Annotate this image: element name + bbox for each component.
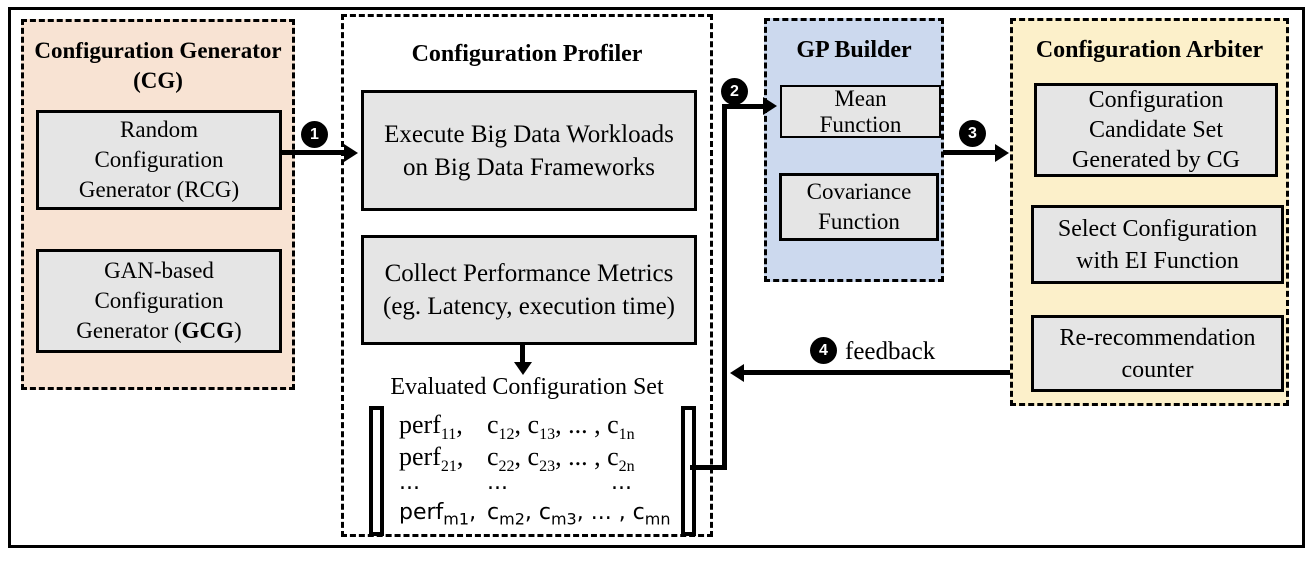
execute-workloads-node: Execute Big Data Workloads on Big Data F…	[361, 90, 697, 211]
step1-badge: 1	[301, 121, 328, 148]
matrix-row: perf11,c12, c13, ... , c1n	[399, 410, 635, 444]
cg-title-line2: (CG)	[133, 68, 183, 93]
configuration-generator-panel: Configuration Generator (CG) Random Conf…	[21, 19, 295, 390]
collect-line2: (eg. Latency, execution time)	[383, 293, 675, 320]
matrix-right-bracket	[681, 406, 696, 536]
gcg-line2: Configuration	[94, 288, 224, 313]
profiler-panel-title: Configuration Profiler	[411, 41, 643, 67]
rcg-line3: Generator (RCG)	[78, 177, 240, 202]
feedback-label: feedback	[845, 338, 936, 365]
mean-function-node: Mean Function	[780, 85, 941, 138]
gan-based-configuration-generator-node: GAN-based Configuration Generator (GCG)	[36, 249, 282, 353]
arrow-collect-to-set-head	[514, 362, 532, 375]
cg-title-line1: Configuration Generator	[34, 38, 282, 63]
arrow-step3-line	[943, 150, 996, 155]
counter-line2: counter	[1121, 356, 1194, 383]
rcg-line1: Random	[120, 117, 198, 142]
select-configuration-node: Select Configuration with EI Function	[1031, 205, 1284, 284]
select-line2: with EI Function	[1076, 247, 1239, 274]
arrow-feedback-head	[730, 364, 744, 382]
gp-panel-title: GP Builder	[796, 37, 912, 63]
connector-matrix-horizontal	[690, 465, 727, 470]
counter-line1: Re-recommendation	[1059, 324, 1256, 351]
matrix-left-bracket	[369, 406, 384, 536]
matrix-row: perf21,c22, c23, ... , c2n	[399, 442, 635, 476]
collect-metrics-node: Collect Performance Metrics (eg. Latency…	[361, 235, 697, 345]
configuration-profiler-panel: Configuration Profiler Execute Big Data …	[341, 14, 713, 537]
collect-line1: Collect Performance Metrics	[384, 260, 674, 287]
arrow-collect-to-set-line	[520, 342, 525, 363]
arrow-step2-head	[763, 97, 777, 115]
evaluated-configuration-set-label: Evaluated Configuration Set	[390, 374, 664, 400]
select-line1: Select Configuration	[1057, 215, 1258, 242]
step4-badge: 4	[810, 337, 837, 364]
candidate-line1: Configuration	[1088, 87, 1224, 113]
arrow-step2-line	[722, 104, 764, 109]
rcg-line2: Configuration	[94, 147, 224, 172]
arrow-step1-head	[344, 144, 358, 162]
arrow-step3-head	[995, 144, 1009, 162]
covariance-line2: Function	[818, 209, 900, 234]
gcg-bold-acronym: GCG	[181, 318, 235, 343]
random-configuration-generator-node: Random Configuration Generator (RCG)	[36, 110, 282, 210]
candidate-set-node: Configuration Candidate Set Generated by…	[1034, 83, 1278, 177]
candidate-line3: Generated by CG	[1072, 147, 1240, 173]
arrow-step1-line	[280, 150, 346, 155]
gcg-line1: GAN-based	[104, 258, 214, 283]
mean-line2: Function	[819, 111, 902, 137]
covariance-function-node: Covariance Function	[779, 173, 939, 241]
arrow-feedback-line	[744, 370, 1010, 375]
cg-panel-title: Configuration Generator (CG)	[24, 36, 292, 96]
gp-builder-panel: GP Builder Mean Function Covariance Func…	[764, 18, 944, 282]
arbiter-panel-title: Configuration Arbiter	[1035, 37, 1264, 63]
configuration-arbiter-panel: Configuration Arbiter Configuration Cand…	[1010, 18, 1289, 406]
matrix-row: perfm1,cm2, cm3, ... , cmn	[399, 500, 671, 529]
step2-badge: 2	[721, 78, 748, 105]
mean-line1: Mean	[834, 85, 887, 111]
covariance-line1: Covariance	[806, 179, 912, 204]
re-recommendation-counter-node: Re-recommendation counter	[1031, 315, 1284, 392]
execute-line2: on Big Data Frameworks	[402, 153, 656, 181]
gcg-line3: Generator (GCG)	[76, 318, 242, 343]
execute-line1: Execute Big Data Workloads	[384, 120, 674, 148]
connector-vertical-line	[722, 104, 727, 470]
outer-frame	[8, 7, 1305, 548]
candidate-line2: Candidate Set	[1089, 117, 1223, 143]
matrix-row: .........	[399, 470, 632, 495]
step3-badge: 3	[959, 120, 986, 147]
